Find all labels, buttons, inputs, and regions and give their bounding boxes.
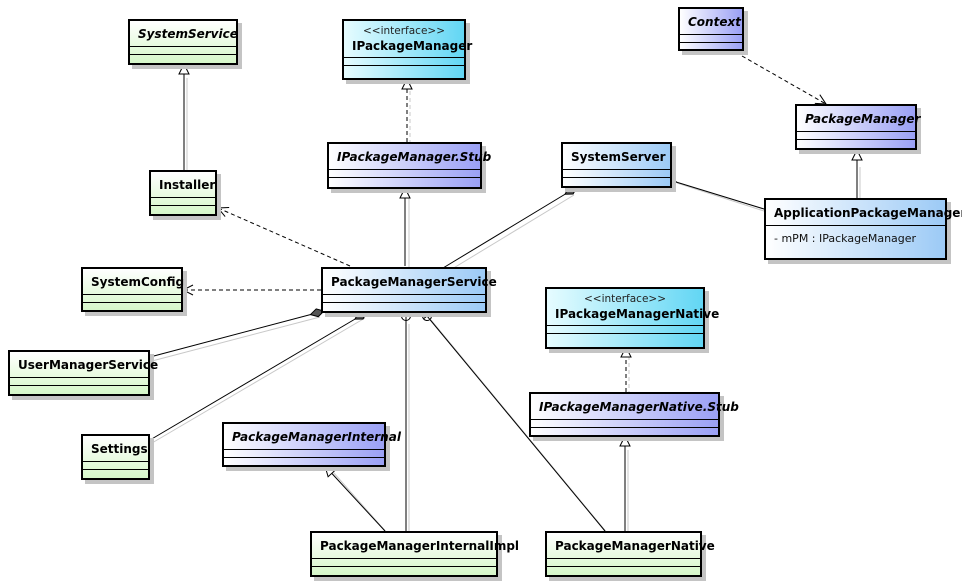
stereotype-label: <<interface>> — [362, 25, 446, 37]
class-name: SystemService — [138, 27, 238, 41]
operation-compartment — [83, 469, 148, 477]
class-package-manager-internal-impl[interactable]: PackageManagerInternalImpl — [310, 531, 520, 577]
class-name: IPackageManager — [352, 39, 473, 53]
attribute-compartment — [547, 325, 703, 333]
operation-compartment — [531, 427, 718, 435]
operation-compartment — [151, 205, 215, 213]
operation-compartment — [329, 177, 480, 185]
attribute-compartment — [151, 197, 215, 205]
attribute-compartment — [344, 57, 464, 65]
context-dependency — [741, 55, 826, 104]
attribute-compartment — [10, 377, 148, 385]
attribute-compartment — [531, 419, 718, 427]
attribute-compartment — [563, 169, 670, 177]
operation-compartment — [680, 42, 742, 50]
attribute-compartment — [547, 558, 700, 566]
class-name: UserManagerService — [18, 358, 159, 372]
operation-compartment — [547, 566, 700, 574]
operation-compartment — [130, 54, 236, 62]
interface-ipackage-manager[interactable]: <<interface>> IPackageManager — [342, 19, 473, 80]
operation-compartment — [224, 457, 384, 465]
class-context[interactable]: Context — [678, 7, 744, 51]
class-name: IPackageManagerNative.Stub — [539, 400, 739, 414]
attribute-mpm: - mPM : IPackageManager — [766, 225, 945, 250]
class-name: ApplicationPackageManager — [774, 206, 962, 220]
operation-compartment — [344, 65, 464, 73]
class-name: PackageManagerInternalImpl — [320, 539, 520, 553]
class-name: PackageManager — [805, 112, 921, 126]
operation-compartment — [312, 566, 496, 574]
class-name: PackageManagerInternal — [232, 430, 401, 444]
attribute-compartment — [329, 169, 480, 177]
class-settings[interactable]: Settings — [81, 434, 150, 480]
attribute-compartment — [83, 294, 181, 302]
class-system-service[interactable]: SystemService — [128, 19, 238, 65]
class-name: IPackageManagerNative — [555, 307, 720, 321]
operation-compartment — [547, 333, 703, 341]
class-package-manager-service[interactable]: PackageManagerService — [321, 267, 497, 313]
class-name: SystemServer — [571, 150, 666, 164]
attribute-compartment — [312, 558, 496, 566]
class-application-package-manager[interactable]: ApplicationPackageManager - mPM : IPacka… — [764, 198, 962, 260]
pms-settings-aggregation — [149, 311, 368, 441]
pms-installer-dependency — [218, 208, 351, 267]
class-name: Settings — [91, 442, 148, 456]
operation-compartment — [10, 385, 148, 393]
attribute-compartment — [130, 46, 236, 54]
class-name: IPackageManager.Stub — [337, 150, 492, 164]
class-installer[interactable]: Installer — [149, 170, 217, 216]
attribute-compartment — [680, 34, 742, 42]
attribute-compartment — [83, 461, 148, 469]
class-system-config[interactable]: SystemConfig — [81, 267, 185, 312]
class-system-server[interactable]: SystemServer — [561, 142, 672, 188]
class-ipackage-manager-native-stub[interactable]: IPackageManagerNative.Stub — [529, 392, 739, 437]
class-name: PackageManagerNative — [555, 539, 715, 553]
class-package-manager-internal[interactable]: PackageManagerInternal — [222, 422, 401, 467]
operation-compartment — [323, 302, 485, 310]
class-name: SystemConfig — [91, 275, 185, 289]
attribute-compartment — [224, 449, 384, 457]
attribute-compartment — [323, 294, 485, 302]
systemserver-apm-aggregation — [662, 175, 765, 210]
pms-native-nesting — [422, 311, 606, 532]
internalimpl-generalization — [325, 466, 386, 532]
operation-compartment — [563, 177, 670, 185]
class-package-manager-native[interactable]: PackageManagerNative — [545, 531, 715, 577]
systemserver-pms-aggregation — [442, 186, 578, 269]
operation-compartment — [83, 302, 181, 310]
class-user-manager-service[interactable]: UserManagerService — [8, 350, 159, 396]
attribute-compartment — [797, 131, 915, 139]
pms-usermanager-aggregation — [149, 308, 325, 358]
class-package-manager[interactable]: PackageManager — [795, 104, 921, 150]
interface-ipackage-manager-native[interactable]: <<interface>> IPackageManagerNative — [545, 287, 720, 349]
operation-compartment — [797, 139, 915, 147]
class-name: Installer — [159, 178, 216, 192]
stereotype-label: <<interface>> — [583, 293, 667, 305]
class-name: PackageManagerService — [331, 275, 497, 289]
class-ipackage-manager-stub[interactable]: IPackageManager.Stub — [327, 142, 492, 189]
class-name: Context — [688, 15, 741, 29]
